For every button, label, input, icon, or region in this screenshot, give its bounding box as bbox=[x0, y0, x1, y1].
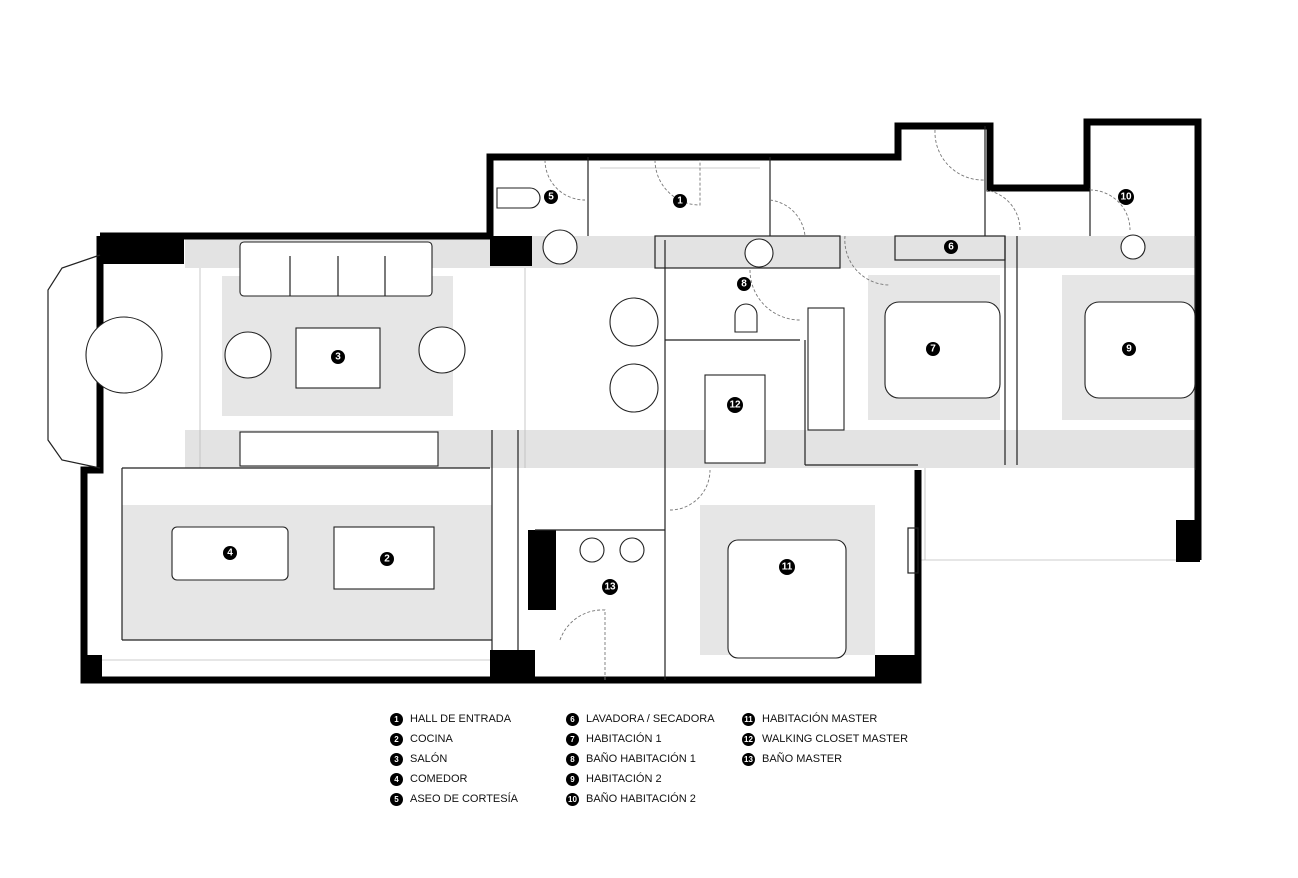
wardrobe bbox=[807, 307, 845, 431]
legend-label: LAVADORA / SECADORA bbox=[586, 713, 715, 725]
sink bbox=[744, 238, 774, 268]
svg-text:3: 3 bbox=[335, 352, 341, 363]
legend-number: 6 bbox=[566, 712, 579, 726]
svg-text:9: 9 bbox=[1126, 344, 1132, 355]
sink bbox=[579, 537, 605, 563]
legend-label: COMEDOR bbox=[410, 773, 468, 785]
room-marker-13: 13 bbox=[602, 579, 618, 595]
svg-text:2: 2 bbox=[384, 554, 390, 565]
legend-item: 2 COCINA bbox=[390, 732, 566, 746]
master-bed bbox=[727, 539, 847, 659]
legend-label: HABITACIÓN 2 bbox=[586, 773, 662, 785]
exterior-walls bbox=[80, 118, 1202, 684]
svg-text:12: 12 bbox=[729, 400, 741, 411]
legend-label: BAÑO MASTER bbox=[762, 753, 843, 765]
dimension-lines bbox=[100, 167, 1195, 661]
legend-item: 12 WALKING CLOSET MASTER bbox=[742, 732, 942, 746]
tv-unit bbox=[239, 431, 439, 467]
legend-item: 6 LAVADORA / SECADORA bbox=[566, 712, 742, 726]
room-marker-12: 12 bbox=[727, 397, 743, 413]
legend-item: 3 SALÓN bbox=[390, 752, 566, 766]
legend-item: 7 HABITACIÓN 1 bbox=[566, 732, 742, 746]
interior-walls bbox=[121, 126, 1196, 680]
legend-number: 13 bbox=[742, 752, 755, 766]
legend-label: COCINA bbox=[410, 733, 453, 745]
toilet bbox=[734, 303, 758, 333]
legend-number: 7 bbox=[566, 732, 579, 746]
sink bbox=[542, 229, 578, 265]
legend-label: ASEO DE CORTESÍA bbox=[410, 793, 518, 805]
room-marker-3: 3 bbox=[331, 350, 345, 364]
column bbox=[1176, 520, 1200, 562]
balcony-table bbox=[85, 316, 163, 394]
legend-number: 11 bbox=[742, 712, 755, 726]
legend-number: 8 bbox=[566, 752, 579, 766]
svg-text:6: 6 bbox=[948, 242, 954, 253]
svg-text:11: 11 bbox=[782, 562, 793, 573]
legend-number: 4 bbox=[390, 772, 403, 786]
room-marker-1: 1 bbox=[673, 194, 687, 208]
legend-item: 9 HABITACIÓN 2 bbox=[566, 772, 742, 786]
shaft bbox=[528, 530, 556, 610]
legend-item: 5 ASEO DE CORTESÍA bbox=[390, 792, 566, 806]
legend-item: 1 HALL DE ENTRADA bbox=[390, 712, 566, 726]
legend-label: BAÑO HABITACIÓN 2 bbox=[586, 793, 696, 805]
svg-text:7: 7 bbox=[930, 344, 936, 355]
furniture bbox=[171, 187, 1196, 659]
legend-number: 12 bbox=[742, 732, 755, 746]
bed-2 bbox=[1084, 301, 1196, 399]
room-marker-7: 7 bbox=[926, 342, 940, 356]
column bbox=[875, 655, 918, 680]
legend-item: 11 HABITACIÓN MASTER bbox=[742, 712, 942, 726]
bed-1 bbox=[884, 301, 1001, 399]
column bbox=[84, 655, 102, 680]
svg-text:4: 4 bbox=[227, 548, 233, 559]
legend-item: 13 BAÑO MASTER bbox=[742, 752, 942, 766]
sofa bbox=[239, 241, 433, 297]
legend-item: 10 BAÑO HABITACIÓN 2 bbox=[566, 792, 742, 806]
toilet bbox=[496, 187, 541, 209]
legend-number: 2 bbox=[390, 732, 403, 746]
legend-label: HABITACIÓN 1 bbox=[586, 733, 662, 745]
legend-label: HABITACIÓN MASTER bbox=[762, 713, 878, 725]
closet-island bbox=[704, 374, 766, 464]
legend-label: WALKING CLOSET MASTER bbox=[762, 733, 909, 745]
legend-number: 9 bbox=[566, 772, 579, 786]
room-marker-2: 2 bbox=[380, 552, 394, 566]
legend-number: 3 bbox=[390, 752, 403, 766]
sink bbox=[1120, 234, 1146, 260]
armchair bbox=[224, 331, 272, 379]
svg-text:8: 8 bbox=[741, 279, 747, 290]
legend-label: SALÓN bbox=[410, 753, 448, 765]
legend-label: BAÑO HABITACIÓN 1 bbox=[586, 753, 696, 765]
doors bbox=[544, 129, 1131, 680]
room-marker-11: 11 bbox=[779, 559, 795, 575]
svg-text:13: 13 bbox=[604, 582, 616, 593]
legend-number: 5 bbox=[390, 792, 403, 806]
legend-number: 10 bbox=[566, 792, 579, 806]
armchair bbox=[418, 326, 466, 374]
round-table bbox=[609, 297, 659, 347]
svg-text:1: 1 bbox=[677, 196, 683, 207]
room-marker-5: 5 bbox=[544, 190, 558, 204]
legend-item: 4 COMEDOR bbox=[390, 772, 566, 786]
room-marker-10: 10 bbox=[1118, 189, 1134, 205]
svg-text:10: 10 bbox=[1120, 192, 1132, 203]
column bbox=[490, 236, 532, 266]
legend-item: 8 BAÑO HABITACIÓN 1 bbox=[566, 752, 742, 766]
room-legend: 1 HALL DE ENTRADA 2 COCINA 3 SALÓN 4 COMEDOR… bbox=[390, 712, 942, 806]
room-marker-9: 9 bbox=[1122, 342, 1136, 356]
room-marker-8: 8 bbox=[737, 277, 751, 291]
room-marker-6: 6 bbox=[944, 240, 958, 254]
svg-text:5: 5 bbox=[548, 192, 554, 203]
balcony bbox=[47, 254, 101, 469]
sink bbox=[619, 537, 645, 563]
column bbox=[100, 236, 184, 264]
legend-number: 1 bbox=[390, 712, 403, 726]
round-table bbox=[609, 363, 659, 413]
column bbox=[490, 650, 535, 680]
legend-label: HALL DE ENTRADA bbox=[410, 713, 512, 725]
room-marker-4: 4 bbox=[223, 546, 237, 560]
